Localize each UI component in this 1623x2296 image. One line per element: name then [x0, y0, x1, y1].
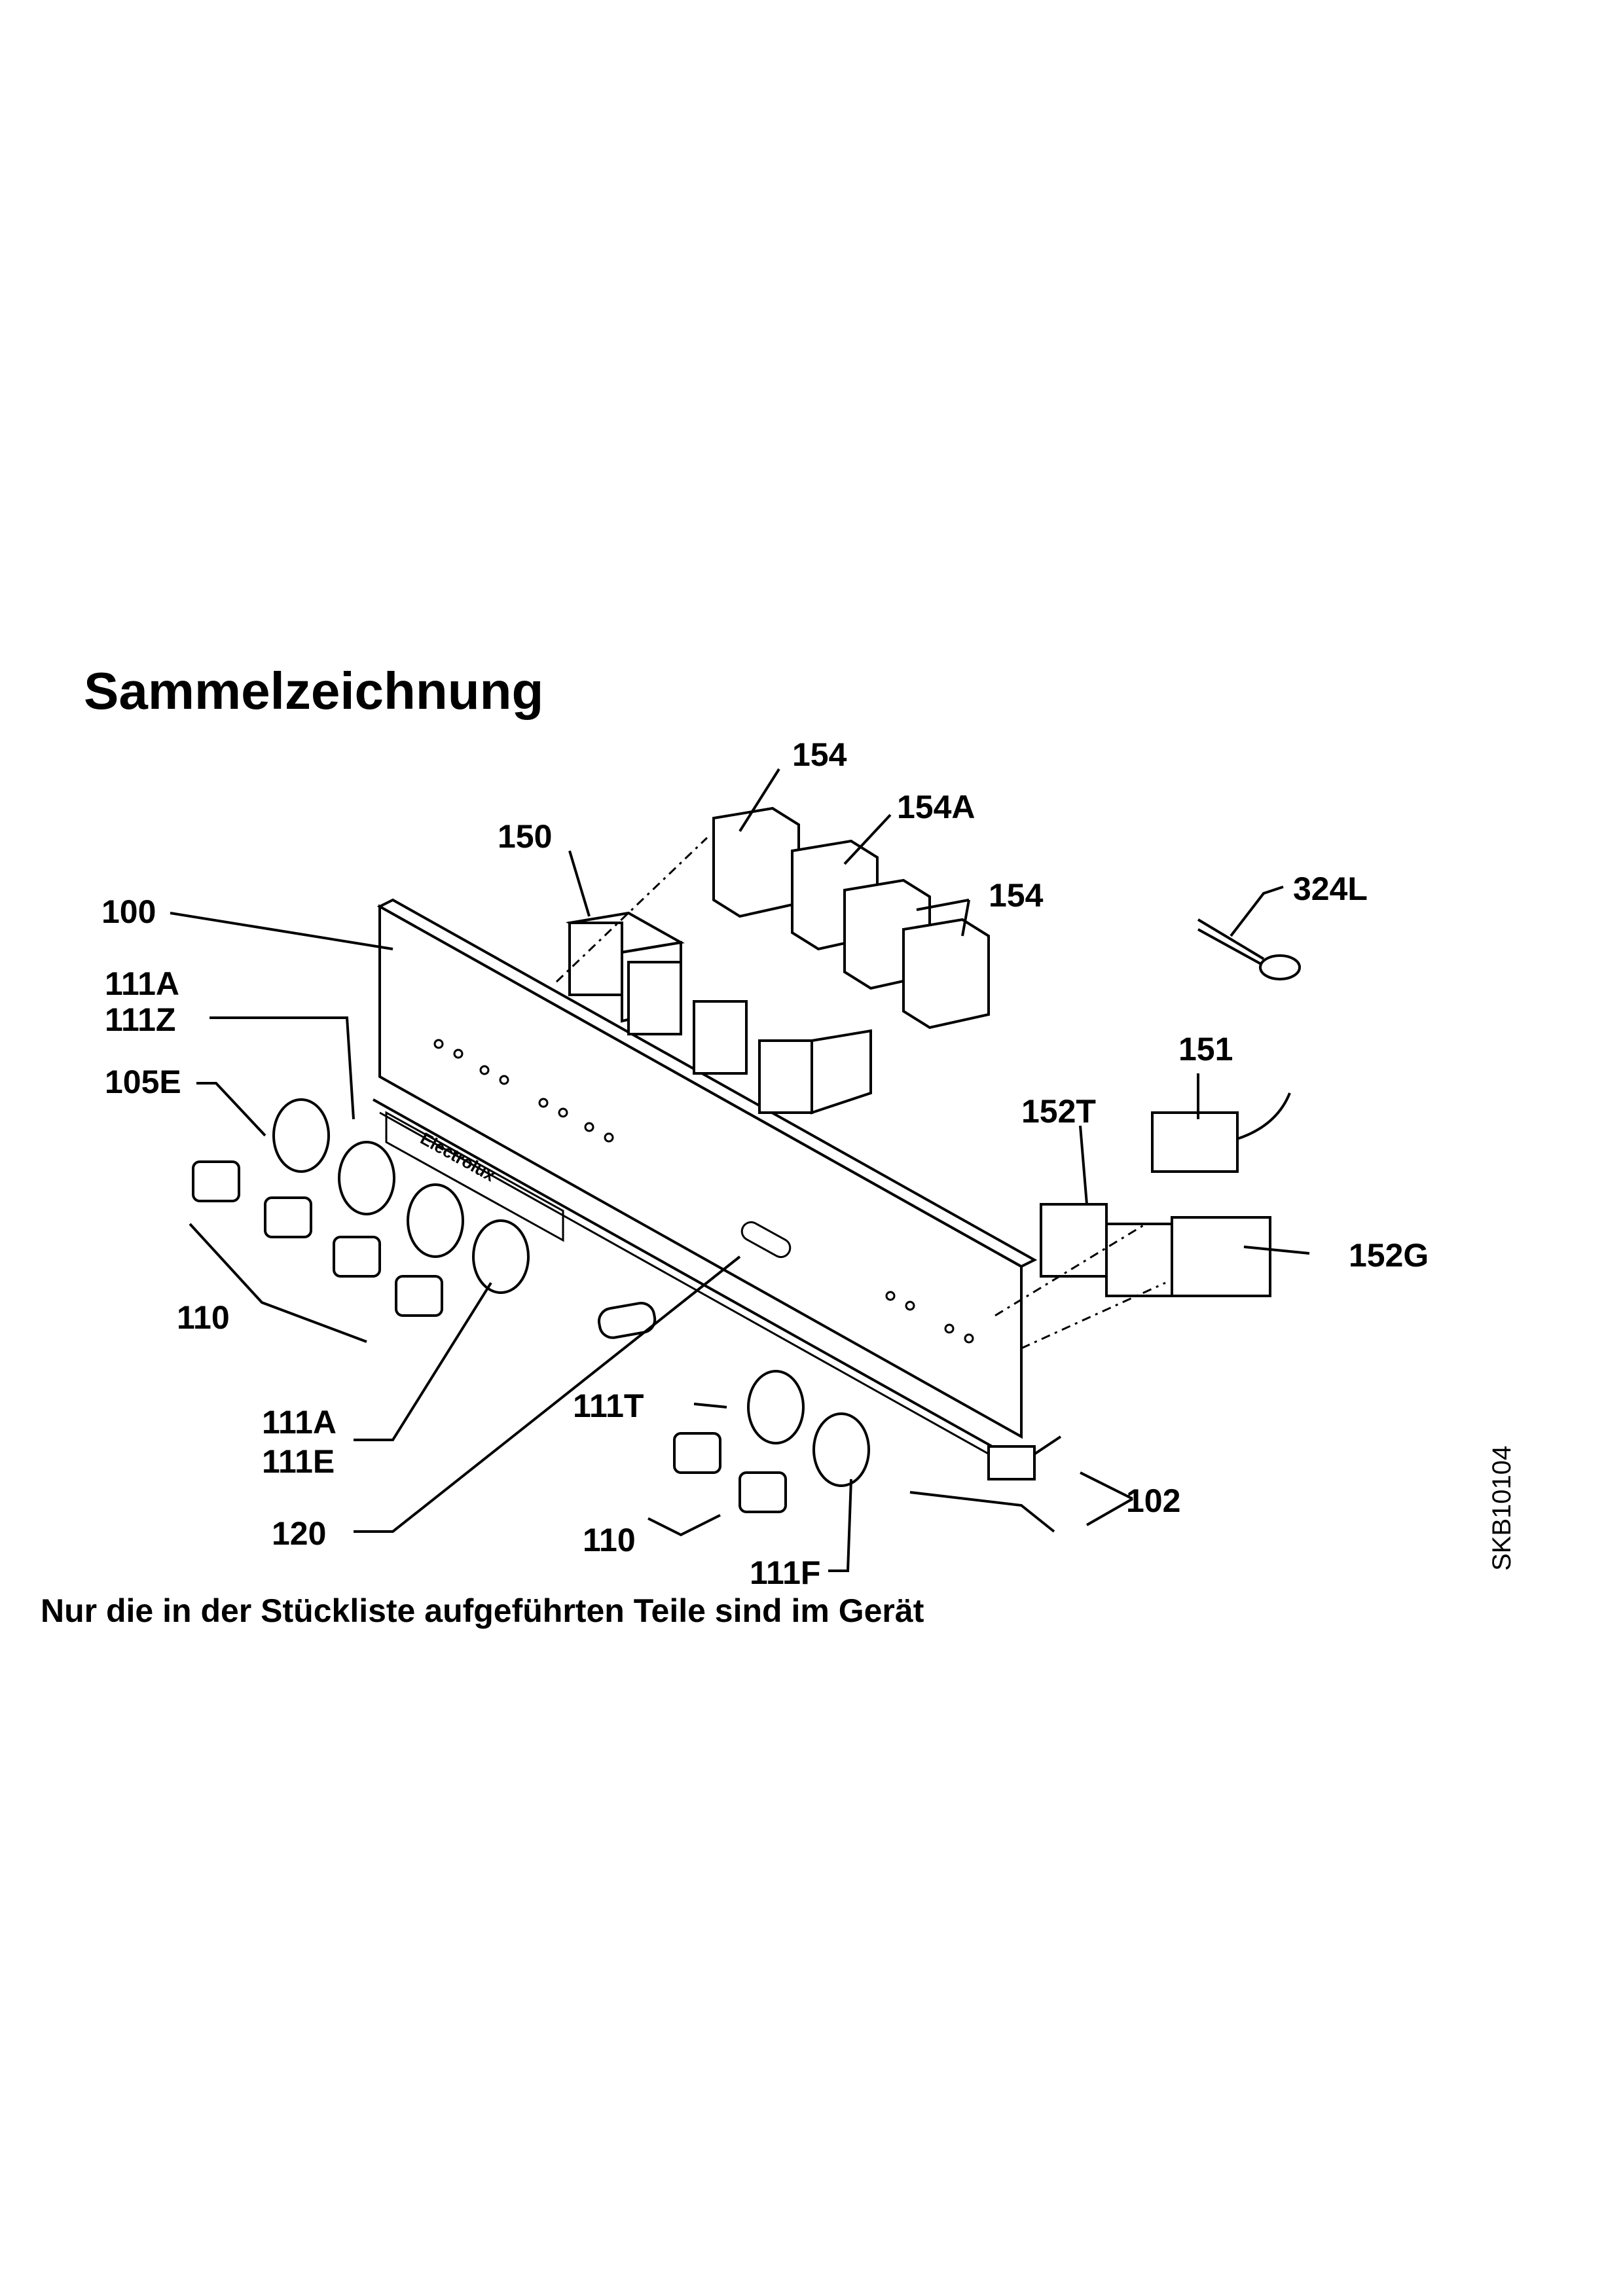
label-105e: 105E — [105, 1064, 181, 1100]
label-324l: 324L — [1293, 870, 1368, 907]
label-154a: 154A — [897, 789, 976, 825]
control-knobs-right — [673, 1370, 870, 1513]
label-111t: 111T — [573, 1388, 644, 1424]
label-120: 120 — [272, 1515, 326, 1552]
label-111z: 111Z — [105, 1001, 175, 1038]
label-110-left: 110 — [177, 1299, 230, 1336]
drawing-code: SKB10104 — [1487, 1445, 1516, 1571]
label-100: 100 — [101, 893, 156, 930]
thermal-fuse-part — [1197, 918, 1301, 980]
timer-modules — [712, 806, 990, 1030]
right-side-switches — [1040, 1092, 1291, 1297]
label-111a-top: 111A — [105, 965, 179, 1002]
label-102: 102 — [1126, 1482, 1180, 1519]
panel-mounting-holes — [433, 1039, 974, 1344]
label-152g: 152G — [1349, 1237, 1429, 1274]
label-154-right: 154 — [989, 877, 1044, 914]
label-150: 150 — [498, 818, 552, 855]
label-111f: 111F — [750, 1554, 820, 1591]
label-110-bottom: 110 — [583, 1522, 636, 1558]
label-111a-bottom: 111A — [262, 1404, 337, 1441]
page-title: Sammelzeichnung — [84, 662, 544, 720]
label-111e: 111E — [262, 1443, 335, 1480]
control-knobs-left — [192, 1098, 530, 1317]
leader-lines — [170, 768, 1310, 1572]
label-152t: 152T — [1021, 1093, 1096, 1130]
indicator-lamp — [597, 1302, 657, 1339]
label-151: 151 — [1178, 1031, 1233, 1067]
footer-note: Nur die in der Stückliste aufgeführten T… — [41, 1592, 924, 1629]
mounting-brackets — [909, 1445, 1055, 1533]
rear-selector-switches — [566, 911, 872, 1115]
label-154-top: 154 — [792, 736, 847, 773]
part-labels: 154 154A 150 154 324L 100 111A 111Z 105E… — [101, 736, 1429, 1591]
assembly-dash-lines — [555, 836, 1166, 1350]
